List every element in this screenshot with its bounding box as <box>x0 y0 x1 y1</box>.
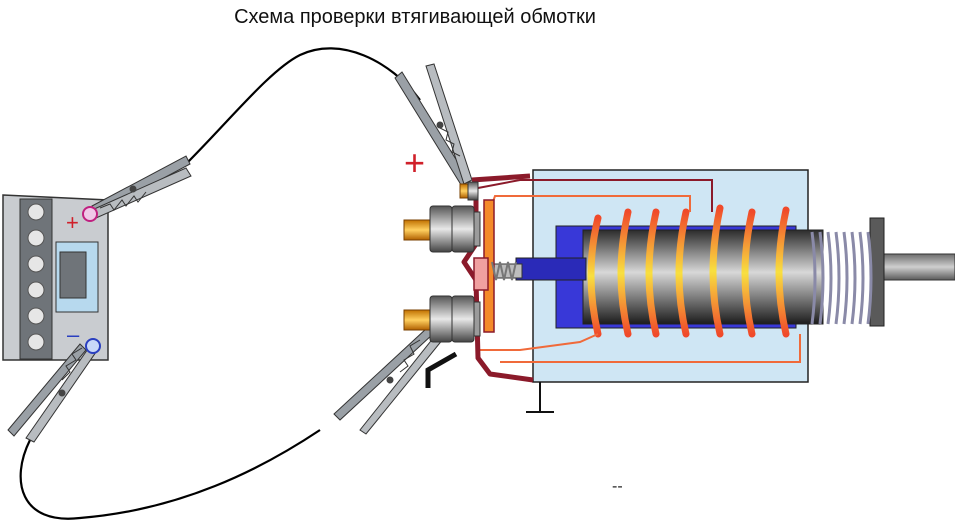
solenoid-plus-label: + <box>404 142 426 183</box>
solenoid-icon <box>489 169 955 383</box>
terminal-bolt-bottom <box>403 295 481 343</box>
alligator-clip-battery-plus[interactable] <box>82 155 192 222</box>
ground-bracket <box>425 351 458 388</box>
contact-spring-icon <box>491 261 517 281</box>
alligator-clip-solenoid-plus[interactable] <box>394 63 473 189</box>
alligator-clip-battery-minus[interactable] <box>7 338 101 443</box>
battery-plus-label: + <box>66 210 79 235</box>
bottom-mark: -- <box>612 478 623 495</box>
diagram-title: Схема проверки втягивающей обмотки <box>234 6 596 28</box>
test-wires <box>19 47 421 520</box>
battery-minus-label: – <box>67 322 80 347</box>
terminal-bolt-top <box>403 205 481 253</box>
small-terminal <box>459 181 479 201</box>
ground-icon <box>526 382 554 413</box>
coil-spring-icon <box>810 231 873 325</box>
battery-icon <box>2 194 109 361</box>
pull-in-winding <box>587 204 790 338</box>
